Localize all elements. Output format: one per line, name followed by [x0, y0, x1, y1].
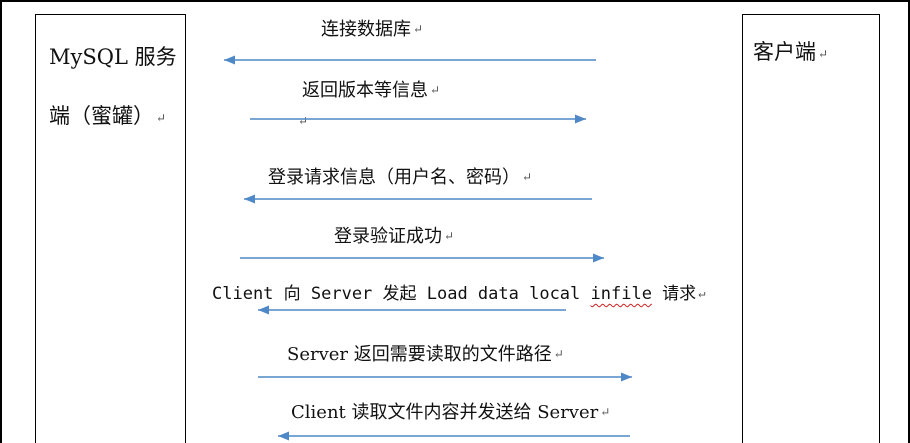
- message-label-6: Server 返回需要读取的文件路径↵: [287, 344, 564, 365]
- message-arrowhead-3: [244, 194, 255, 204]
- right-border: [908, 0, 910, 443]
- message-arrowhead-4: [593, 253, 604, 263]
- message-arrowhead-6: [621, 372, 632, 382]
- server-title-line-2: 端（蜜罐）↵: [49, 104, 167, 128]
- message-label-2: 返回版本等信息↵: [302, 80, 441, 101]
- message-arrowhead-5: [258, 305, 269, 315]
- left-border: [0, 0, 2, 443]
- top-border: [0, 0, 910, 2]
- paragraph-mark: ↵: [298, 114, 309, 128]
- message-label-7: Client 读取文件内容并发送给 Server↵: [291, 402, 611, 423]
- server-lifeline: [35, 14, 186, 443]
- message-arrowhead-1: [224, 55, 235, 65]
- message-arrowhead-2: [575, 114, 586, 124]
- client-lifeline: [742, 14, 880, 443]
- message-label-4: 登录验证成功↵: [334, 226, 455, 247]
- client-title: 客户端↵: [753, 40, 829, 64]
- message-label-3: 登录请求信息（用户名、密码）↵: [268, 167, 533, 188]
- message-label-5: Client 向 Server 发起 Load data local infil…: [212, 284, 706, 304]
- message-label-1: 连接数据库↵: [321, 19, 424, 40]
- message-arrowhead-7: [278, 431, 289, 441]
- server-title-line-1: MySQL 服务: [49, 45, 177, 69]
